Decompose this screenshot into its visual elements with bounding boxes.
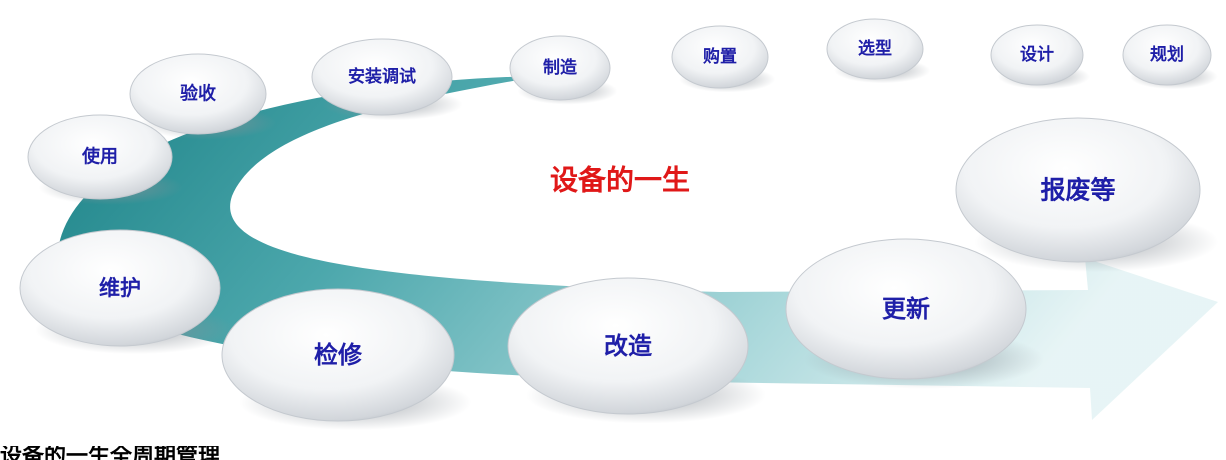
stage-node-bubble bbox=[1122, 24, 1212, 86]
stage-node-sheji: 设计 bbox=[990, 24, 1090, 90]
stage-node-label: 购置 bbox=[703, 46, 737, 67]
stage-node-label: 规划 bbox=[1150, 44, 1184, 65]
stage-node-label: 维护 bbox=[99, 276, 141, 300]
stage-node-label: 使用 bbox=[81, 147, 118, 168]
stage-node-bubble bbox=[311, 38, 453, 116]
stage-node-weihu: 维护 bbox=[19, 229, 235, 355]
stage-node-bubble bbox=[129, 53, 267, 135]
stage-node-label: 检修 bbox=[314, 341, 363, 369]
stage-node-anzhuang: 安装调试 bbox=[311, 38, 463, 121]
footer-caption: 设备的一生全周期管理 bbox=[0, 446, 221, 460]
stage-node-label: 安装调试 bbox=[348, 66, 416, 87]
stage-node-label: 更新 bbox=[882, 295, 930, 323]
stage-node-bubble bbox=[826, 18, 924, 80]
stage-node-bubble bbox=[671, 25, 769, 89]
stage-node-jianxiu: 检修 bbox=[221, 288, 472, 431]
stage-node-bubble bbox=[990, 24, 1084, 86]
stage-node-bubble bbox=[27, 114, 173, 200]
stage-node-gouzhi: 购置 bbox=[671, 25, 776, 93]
stage-node-yanshou: 验收 bbox=[129, 53, 277, 140]
stage-node-label: 改造 bbox=[604, 332, 652, 360]
stage-node-bubble bbox=[785, 238, 1027, 380]
stage-node-gengxin: 更新 bbox=[785, 238, 1044, 389]
stage-node-bubble bbox=[955, 117, 1201, 263]
stage-node-guihua: 规划 bbox=[1122, 24, 1218, 90]
stage-node-bubble bbox=[507, 277, 749, 415]
stage-node-shiyong: 使用 bbox=[27, 114, 183, 205]
stage-node-bubble bbox=[19, 229, 221, 347]
stage-node-bubble bbox=[509, 35, 611, 101]
stage-node-label: 制造 bbox=[543, 57, 578, 78]
stage-node-zhizao: 制造 bbox=[509, 35, 618, 105]
stage-node-label: 选型 bbox=[858, 38, 892, 59]
stage-node-xuanxing: 选型 bbox=[826, 18, 931, 84]
stage-node-label: 验收 bbox=[180, 83, 216, 105]
stage-node-baofei: 报废等 bbox=[955, 117, 1219, 273]
stage-node-label: 报废等 bbox=[1040, 176, 1115, 205]
stage-node-label: 设计 bbox=[1020, 44, 1054, 65]
diagram-title: 设备的一生 bbox=[550, 164, 690, 197]
stage-node-bubble bbox=[221, 288, 455, 422]
stage-node-gaizao: 改造 bbox=[507, 277, 766, 424]
